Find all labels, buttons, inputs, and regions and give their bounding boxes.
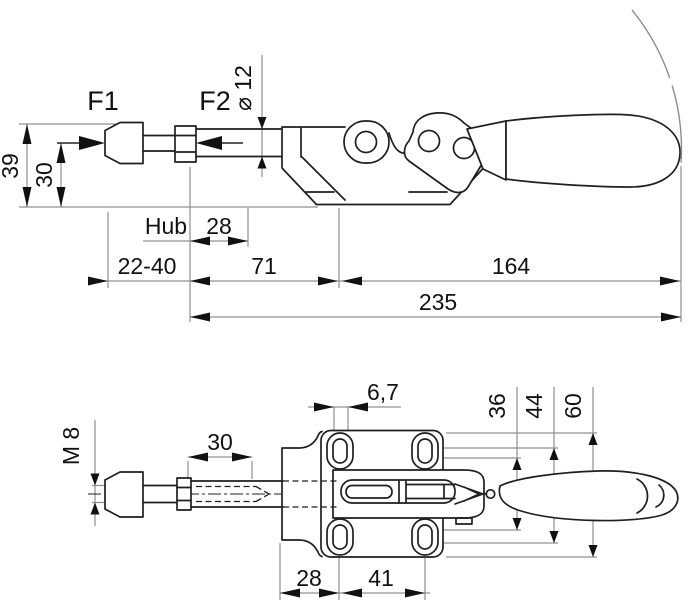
handle-swing-arc bbox=[631, 9, 683, 165]
plan-view-arrowheads bbox=[90, 402, 598, 598]
dim-22-40-label: 22-40 bbox=[118, 253, 177, 279]
spindle-tip-plan bbox=[104, 471, 144, 518]
pivot-hole-1 bbox=[354, 130, 378, 154]
handle-pivot-plan bbox=[485, 488, 496, 500]
dim-60-label: 60 bbox=[560, 393, 586, 419]
spindle-tip-side bbox=[104, 121, 144, 165]
handle-grip-plan bbox=[498, 470, 679, 522]
plan-view: M 8 30 6,7 36 44 60 28 41 bbox=[58, 379, 679, 600]
mounting-slot-hole bbox=[332, 438, 348, 464]
side-view: F1 F2 ⌀ 12 39 30 Hub 28 22-40 71 164 235 bbox=[0, 9, 683, 322]
dim-41-label: 41 bbox=[368, 565, 394, 591]
spindle-nut-plan bbox=[176, 477, 192, 511]
thread-root-lines bbox=[196, 485, 270, 503]
hub-label: Hub bbox=[145, 213, 187, 239]
dim-71-label: 71 bbox=[251, 253, 277, 279]
mounting-slot-hole bbox=[332, 524, 348, 550]
dim-30-thread-label: 30 bbox=[207, 429, 233, 455]
force-arrow-f1 bbox=[57, 136, 105, 150]
clamp-side-geometry bbox=[104, 9, 683, 206]
dim-235-label: 235 bbox=[419, 289, 457, 315]
force-arrow-f2 bbox=[196, 136, 243, 150]
dim-39-label: 39 bbox=[0, 153, 23, 179]
plunger-rod-side bbox=[195, 128, 283, 158]
pivot-hole-2 bbox=[417, 129, 441, 153]
dim-28-offset-label: 28 bbox=[296, 565, 322, 591]
body-base-side bbox=[305, 162, 489, 206]
housing-tab bbox=[455, 517, 473, 525]
body-nose-side bbox=[281, 126, 346, 205]
handle-grip-side bbox=[505, 113, 681, 188]
force-f1-label: F1 bbox=[87, 86, 119, 116]
threaded-rod-plan bbox=[190, 480, 284, 508]
side-view-arrowheads bbox=[22, 117, 681, 322]
dim-28-stroke-label: 28 bbox=[206, 213, 232, 239]
force-f2-label: F2 bbox=[199, 86, 231, 116]
dim-30-label: 30 bbox=[31, 162, 57, 188]
pivot-bracket-side bbox=[403, 112, 489, 194]
clamp-plan-geometry bbox=[88, 429, 679, 558]
mounting-slot-hole bbox=[417, 524, 433, 550]
thread-m8-label: M 8 bbox=[58, 427, 84, 465]
mounting-slot-hole bbox=[417, 438, 433, 464]
grip-contour-arcs bbox=[636, 478, 665, 514]
dim-164-label: 164 bbox=[492, 253, 531, 279]
dim-36-label: 36 bbox=[484, 393, 510, 419]
plunger-bar-plan bbox=[340, 479, 456, 504]
diameter-label: ⌀ 12 bbox=[230, 65, 256, 111]
spindle-nut-side bbox=[174, 125, 197, 163]
spindle-rod-side bbox=[142, 134, 176, 152]
dim-6-7-label: 6,7 bbox=[367, 379, 399, 405]
handle-arm-side bbox=[466, 120, 507, 181]
dim-44-label: 44 bbox=[521, 393, 547, 419]
rear-body-plan bbox=[281, 430, 323, 558]
